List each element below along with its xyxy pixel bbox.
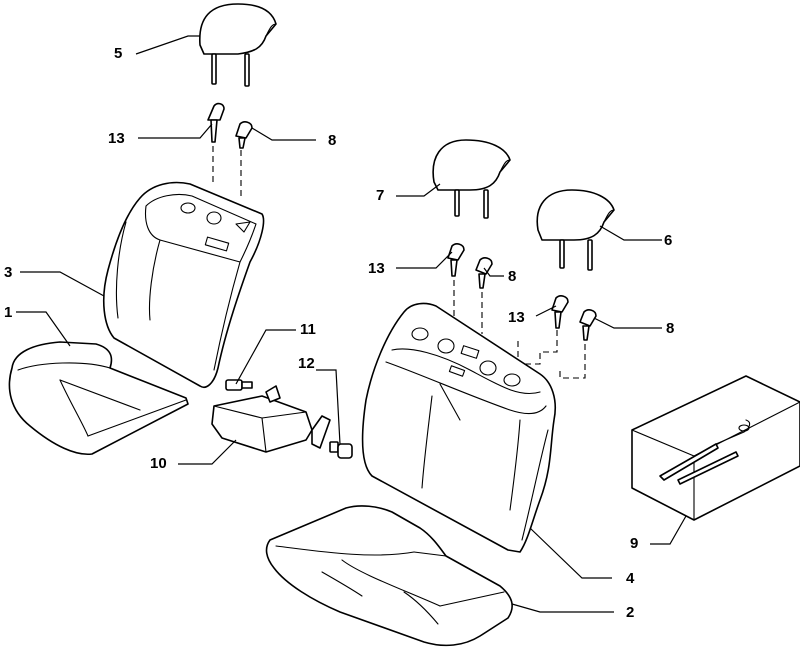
right-headrest — [536, 189, 615, 271]
right-headrest-guide-13 — [551, 295, 569, 329]
leader-8-right — [593, 317, 662, 329]
left-headrest-guide-8 — [235, 121, 253, 149]
leader-13-left — [138, 123, 213, 139]
callout-8-center: 8 — [508, 268, 516, 285]
leader-11 — [235, 329, 296, 385]
left-seat-cushion — [8, 341, 189, 456]
callout-13-left: 13 — [108, 130, 125, 147]
leader-4 — [529, 527, 612, 579]
left-headrest-guide-13 — [207, 102, 225, 143]
leader-13-right — [535, 305, 557, 317]
leader-8-center — [483, 267, 504, 277]
callout-12: 12 — [298, 355, 315, 372]
leader-9 — [650, 515, 687, 545]
right-backrest — [361, 302, 556, 553]
leader-1 — [16, 311, 71, 347]
callout-9: 9 — [630, 535, 638, 552]
callout-13-right: 13 — [508, 309, 525, 326]
center-headrest-guide-8 — [475, 257, 493, 289]
callout-11: 11 — [300, 321, 316, 338]
callout-4: 4 — [626, 570, 635, 587]
hinge-bracket — [211, 385, 331, 453]
leader-8-left — [251, 127, 316, 141]
kit-box — [631, 375, 800, 521]
leader-5 — [135, 35, 200, 55]
right-guide-dashline-a — [517, 330, 558, 365]
callout-8-left: 8 — [328, 132, 336, 149]
leader-2 — [511, 603, 614, 613]
callout-10: 10 — [150, 455, 167, 472]
callout-2: 2 — [626, 604, 634, 621]
leader-12 — [316, 369, 341, 445]
right-guide-dashline-b — [559, 344, 586, 379]
callout-5: 5 — [114, 45, 122, 62]
callout-13-center: 13 — [368, 260, 385, 277]
left-backrest — [102, 181, 265, 388]
center-headrest — [432, 139, 511, 219]
leader-13-center — [396, 251, 453, 269]
center-headrest-guide-13 — [447, 243, 465, 277]
leader-6 — [599, 225, 662, 241]
callout-7: 7 — [376, 187, 384, 204]
leader-7 — [396, 183, 441, 197]
screw-11 — [225, 379, 253, 391]
left-headrest — [199, 3, 277, 87]
right-headrest-guide-8 — [579, 309, 597, 341]
callout-6: 6 — [664, 232, 672, 249]
callout-8-right: 8 — [666, 320, 674, 337]
screw-12 — [329, 441, 353, 459]
callout-3: 3 — [4, 264, 12, 281]
right-seat-cushion — [265, 505, 513, 647]
leader-10 — [178, 439, 237, 465]
leader-3 — [20, 271, 105, 297]
callout-1: 1 — [4, 304, 12, 321]
